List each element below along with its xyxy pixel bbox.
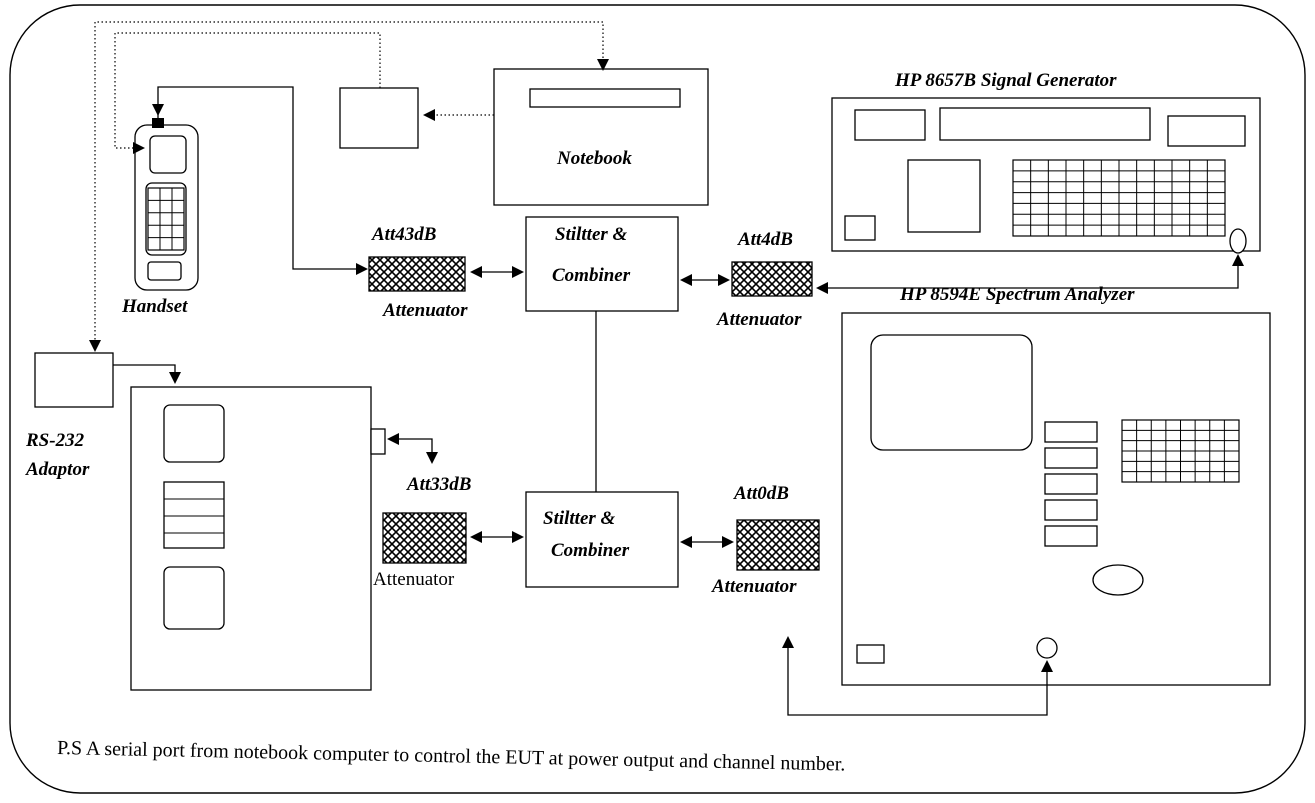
handset — [134, 118, 199, 291]
attenuator-top-right-value: Att4dB — [737, 229, 793, 250]
splitter-bottom-label-line1: Stiltter & — [543, 508, 616, 529]
attenuator-bottom-left — [382, 512, 467, 564]
splitter-top-label-line1: Stiltter & — [555, 224, 628, 245]
attenuator-bottom-right-label: Attenuator — [711, 576, 797, 597]
notebook — [493, 68, 709, 206]
base-station-rf-port — [370, 428, 386, 455]
rs232-label-line2: Adaptor — [25, 459, 90, 480]
attenuator-top-left-value: Att43dB — [371, 224, 436, 245]
splitter-combiner-bottom — [525, 491, 679, 588]
serial-interface-box — [339, 87, 419, 149]
signal-generator-keypad — [1012, 159, 1226, 237]
handset-antenna-port — [152, 118, 164, 128]
attenuator-top-right — [731, 261, 813, 297]
attenuator-top-right-label: Attenuator — [716, 309, 802, 330]
signal-generator-label: HP 8657B Signal Generator — [894, 70, 1117, 91]
handset-keypad — [147, 187, 185, 251]
attenuator-bottom-right — [736, 519, 820, 571]
rs232-label-line1: RS-232 — [25, 430, 85, 451]
link-handset-attenuator — [157, 86, 360, 270]
notebook-label: Notebook — [556, 148, 632, 169]
signal-generator-output-port — [1229, 228, 1247, 254]
base-station-unit — [130, 386, 386, 691]
spectrum-analyzer — [841, 312, 1271, 686]
attenuator-top-left-label: Attenuator — [382, 300, 468, 321]
splitter-top-label-line2: Combiner — [552, 265, 631, 286]
attenuator-top-left — [368, 256, 466, 292]
footnote: P.S A serial port from notebook computer… — [57, 737, 846, 776]
attenuator-bottom-left-value: Att33dB — [406, 474, 471, 495]
diagram-frame — [9, 4, 1306, 794]
spectrum-analyzer-keypad — [1121, 419, 1240, 483]
attenuator-bottom-right-value: Att0dB — [733, 483, 789, 504]
rs232-adaptor — [34, 352, 114, 408]
signal-generator — [831, 97, 1261, 254]
spectrum-analyzer-label: HP 8594E Spectrum Analyzer — [899, 284, 1135, 305]
attenuator-bottom-left-label: Attenuator — [373, 569, 455, 590]
spectrum-analyzer-input-port — [1036, 637, 1058, 659]
splitter-bottom-label-line2: Combiner — [551, 540, 630, 561]
handset-label: Handset — [121, 296, 188, 317]
splitter-combiner-top — [525, 216, 679, 312]
